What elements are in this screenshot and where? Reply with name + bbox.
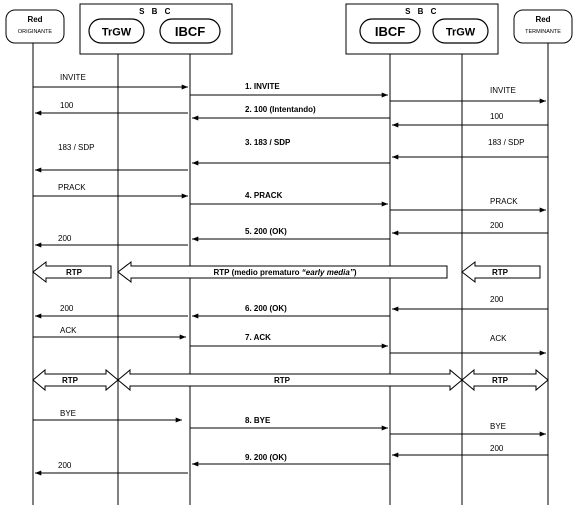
msg-200-third-left-label: 200: [58, 461, 72, 470]
trgw-left-label: TrGW: [102, 27, 132, 39]
rtp-early-right-arrow: [461, 260, 541, 284]
msg-100-right-label: 100: [490, 112, 504, 121]
sbc-right: S B C IBCF TrGW: [345, 3, 499, 55]
msg-invite-right-label: INVITE: [490, 86, 516, 95]
msg-ack-num-label: 7. ACK: [245, 333, 271, 342]
msg-200-first-num-label: 5. 200 (OK): [245, 227, 287, 236]
rtp-bidirectional: RTP RTP RTP: [32, 368, 549, 392]
msg-ack-right-label: ACK: [490, 334, 507, 343]
msg-200-second-right-label: 200: [490, 295, 504, 304]
rtp-early-right-label: RTP: [492, 268, 509, 277]
msg-200-third: 200 9. 200 (OK) 200: [35, 444, 548, 476]
rtp-full-middle-arrow: [117, 368, 463, 392]
msg-183-num-label: 3. 183 / SDP: [245, 138, 291, 147]
ibcf-right-node: [359, 18, 421, 44]
msg-prack: PRACK 4. PRACK PRACK: [33, 183, 546, 213]
msg-ack: ACK 7. ACK ACK: [33, 326, 546, 356]
msg-183: 183 / SDP 3. 183 / SDP 183 / SDP: [35, 138, 548, 173]
ibcf-right-label: IBCF: [375, 24, 405, 39]
origin-network-sub: ORIGINANTE: [18, 29, 53, 35]
rtp-full-left-label: RTP: [62, 376, 79, 385]
trgw-right-node: [432, 18, 489, 44]
ibcf-left-node: [159, 18, 221, 44]
msg-183-right-label: 183 / SDP: [488, 138, 524, 147]
msg-prack-num-label: 4. PRACK: [245, 191, 283, 200]
trgw-right-label: TrGW: [446, 27, 476, 39]
rtp-full-right-arrow: [461, 368, 549, 392]
origin-network-name: Red: [27, 15, 42, 24]
terminal-network-name: Red: [535, 15, 550, 24]
rtp-early-middle-label: RTP (medio prematuro “early media”): [213, 268, 356, 277]
msg-200-second-num-label: 6. 200 (OK): [245, 304, 287, 313]
msg-invite: INVITE 1. INVITE INVITE: [33, 73, 546, 104]
rtp-early-media: RTP RTP (medio prematuro “early media”) …: [32, 260, 541, 284]
rtp-full-middle-label: RTP: [274, 376, 291, 385]
msg-100-num-label: 2. 100 (Intentando): [245, 105, 316, 114]
msg-183-left-label: 183 / SDP: [58, 143, 94, 152]
terminal-network: Red TERMINANTE: [513, 9, 573, 44]
ibcf-left-label: IBCF: [175, 24, 205, 39]
msg-200-third-num-label: 9. 200 (OK): [245, 453, 287, 462]
msg-200-third-right-label: 200: [490, 444, 504, 453]
rtp-early-left-label: RTP: [66, 268, 83, 277]
msg-200-second-left-label: 200: [60, 304, 74, 313]
msg-ack-left-label: ACK: [60, 326, 77, 335]
msg-prack-left-label: PRACK: [58, 183, 86, 192]
msg-bye-right-label: BYE: [490, 422, 506, 431]
msg-bye-num-label: 8. BYE: [245, 416, 271, 425]
rtp-early-middle-arrow: [117, 260, 448, 284]
msg-invite-num-label: 1. INVITE: [245, 82, 280, 91]
msg-200-first-left-label: 200: [58, 234, 72, 243]
sbc-left: S B C TrGW IBCF: [79, 3, 233, 55]
origin-network: Red ORIGINANTE: [5, 9, 65, 44]
terminal-network-sub: TERMINANTE: [525, 29, 561, 35]
trgw-left-node: [88, 18, 145, 44]
msg-200-first: 200 5. 200 (OK) 200: [35, 221, 548, 248]
msg-100-left-label: 100: [60, 101, 74, 110]
sbc-right-label: S B C: [405, 7, 439, 16]
msg-bye: BYE 8. BYE BYE: [33, 409, 546, 437]
sbc-left-label: S B C: [139, 7, 173, 16]
msg-prack-right-label: PRACK: [490, 197, 518, 206]
msg-bye-left-label: BYE: [60, 409, 76, 418]
msg-200-first-right-label: 200: [490, 221, 504, 230]
msg-invite-left-label: INVITE: [60, 73, 86, 82]
msg-200-second: 200 6. 200 (OK) 200: [35, 295, 548, 319]
rtp-full-right-label: RTP: [492, 376, 509, 385]
msg-100: 100 2. 100 (Intentando) 100: [35, 101, 548, 128]
rtp-early-left-arrow: [32, 260, 112, 284]
